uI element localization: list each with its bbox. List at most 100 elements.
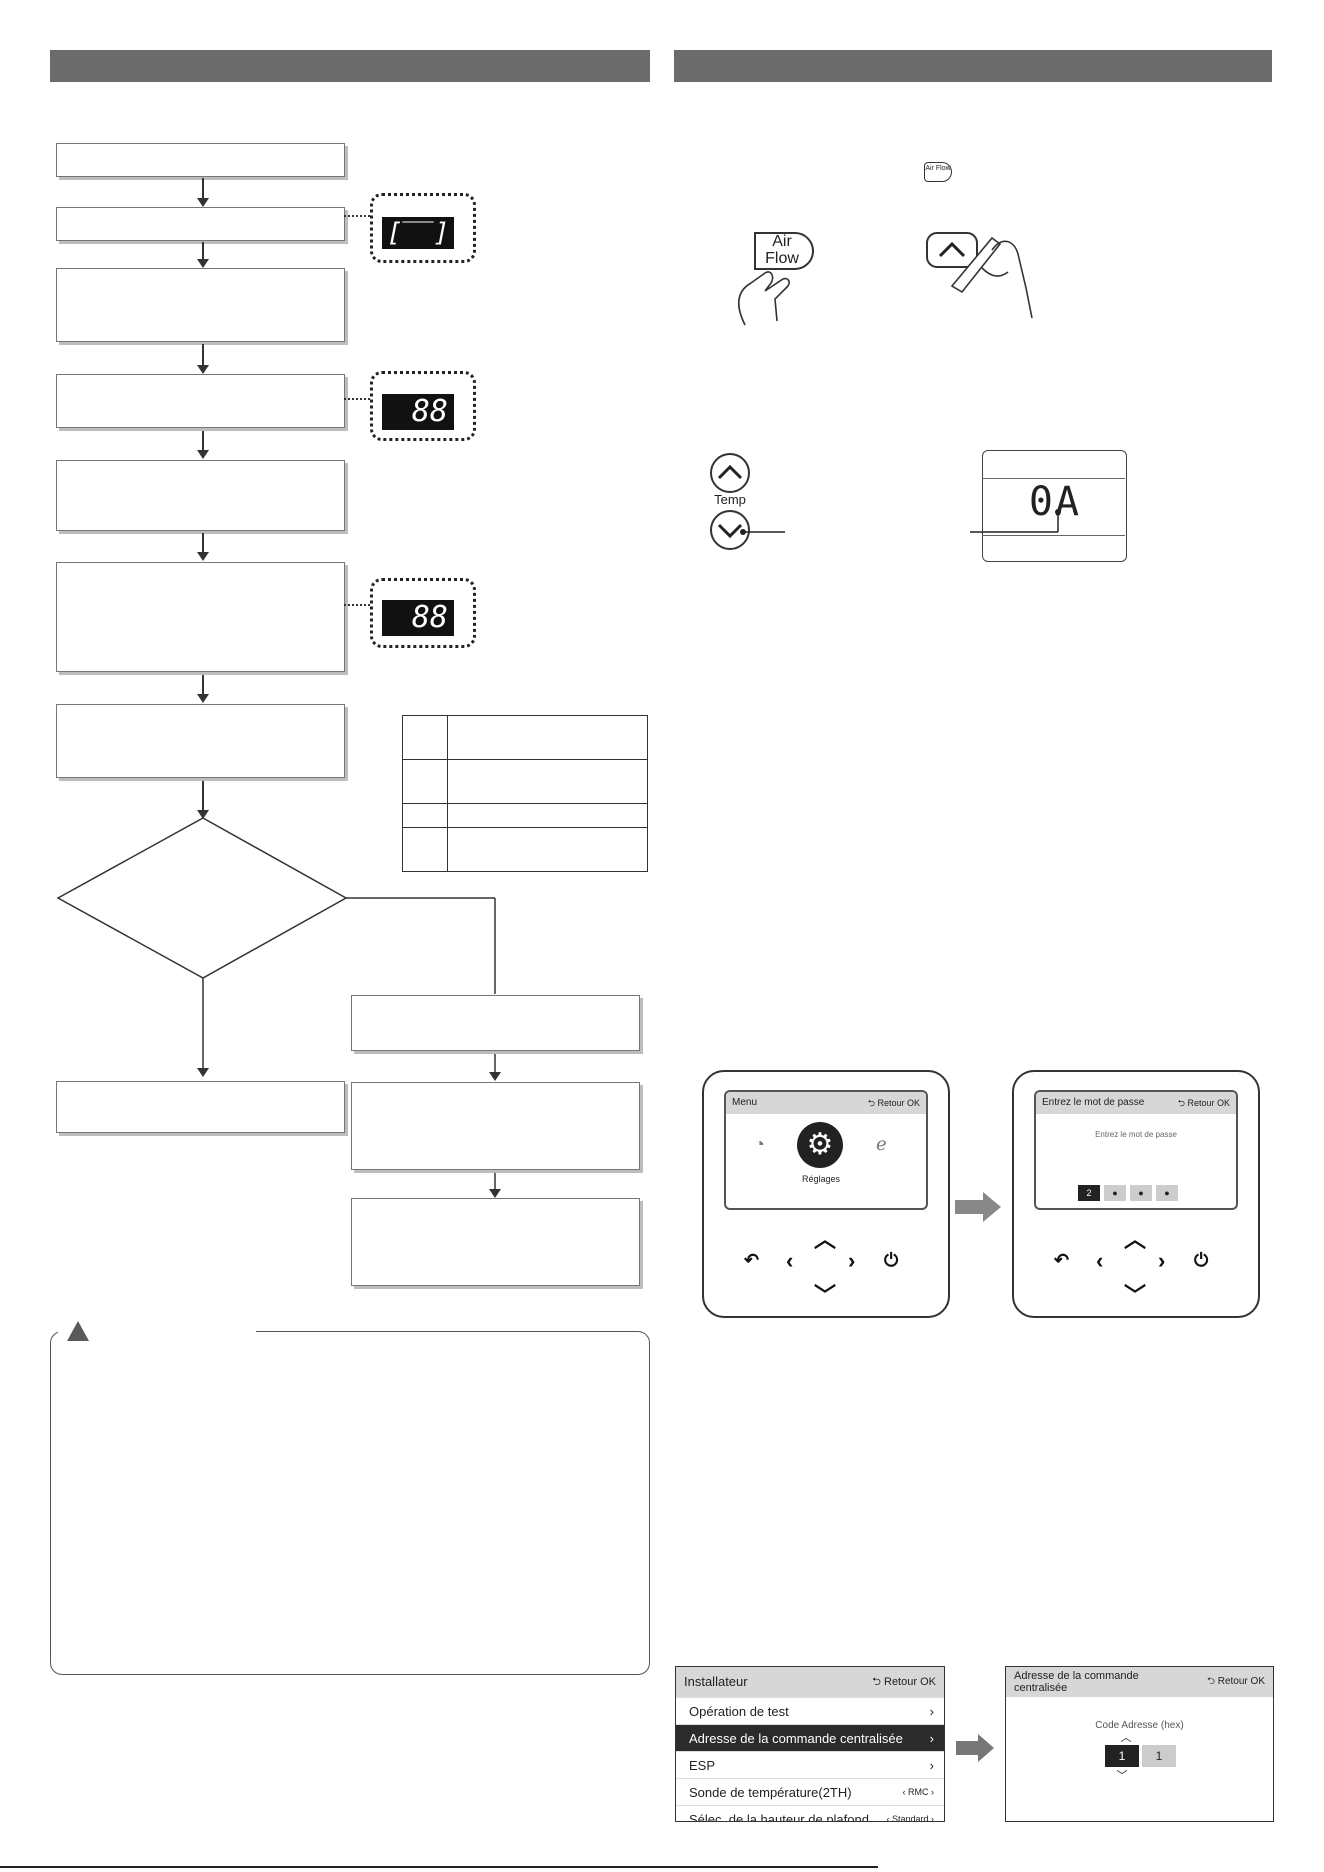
address-digit-2[interactable]: 1 <box>1142 1745 1176 1767</box>
chevron-up-icon[interactable]: ︿ <box>1120 1732 1132 1744</box>
flow-step-no <box>351 995 640 1051</box>
flow-arrow <box>197 781 209 819</box>
flow-step-no-3 <box>351 1198 640 1286</box>
flow-arrow <box>197 242 209 268</box>
lcd-0a-display: 0A <box>1028 479 1082 525</box>
table-cell <box>447 827 648 872</box>
connector-dash <box>344 604 370 606</box>
chevron-down-icon[interactable]: ﹀ <box>1116 1770 1128 1782</box>
flow-arrow <box>197 178 209 207</box>
flow-step-yes <box>56 1081 345 1133</box>
left-icon[interactable]: ‹ <box>786 1248 794 1273</box>
menu-item-central-address[interactable]: Adresse de la commande centralisée› <box>676 1724 944 1752</box>
ok-label[interactable]: OK <box>1216 1098 1230 1108</box>
settings-gear-icon[interactable]: ⚙ <box>797 1122 843 1168</box>
table-cell <box>447 803 648 828</box>
right-icon[interactable]: › <box>1158 1248 1166 1273</box>
ok-label[interactable]: OK <box>1250 1676 1265 1687</box>
menu-item-test-operation[interactable]: Opération de test› <box>676 1697 944 1725</box>
flow-step-1 <box>56 143 345 177</box>
back-icon: ⮌ <box>872 1676 881 1688</box>
flow-step-3 <box>56 268 345 342</box>
ok-label[interactable]: OK <box>920 1676 936 1688</box>
table-cell <box>402 759 448 804</box>
connector-dash <box>344 398 370 400</box>
chevron-right-icon: › <box>929 1758 934 1773</box>
code-table <box>402 715 648 872</box>
up-icon[interactable]: ︿ <box>814 1227 837 1252</box>
back-label[interactable]: Retour <box>1187 1098 1215 1108</box>
lcd-pointer-line <box>970 509 1061 533</box>
right-icon[interactable]: › <box>848 1248 856 1273</box>
flow-decision-diagram <box>56 817 501 1198</box>
address-screen-title: Adresse de la commande centralisée <box>1014 1670 1139 1694</box>
next-arrow-icon <box>956 1734 994 1762</box>
pen-press-illustration <box>926 232 1033 319</box>
password-digit-2[interactable]: ● <box>1104 1185 1126 1201</box>
flow-arrow <box>197 344 209 374</box>
up-icon[interactable]: ︿ <box>1124 1227 1147 1252</box>
address-screen-tools: ⮌ Retour OK <box>1207 1667 1265 1697</box>
power-icon[interactable]: ⏻ <box>1194 1250 1209 1270</box>
return-icon[interactable]: ↶ <box>744 1250 760 1270</box>
down-icon[interactable]: ﹀ <box>814 1283 837 1308</box>
arrow-head <box>197 1068 209 1077</box>
menu-item-label: Opération de test <box>689 1704 789 1719</box>
password-digit-3[interactable]: ● <box>1130 1185 1152 1201</box>
lcd-panel-line <box>982 478 1125 479</box>
back-label[interactable]: Retour <box>877 1098 905 1108</box>
table-cell <box>447 759 648 804</box>
password-digit-4[interactable]: ● <box>1156 1185 1178 1201</box>
return-icon[interactable]: ↶ <box>1054 1250 1070 1270</box>
chevron-right-icon: › <box>929 1731 934 1746</box>
password-screen-tools: ⮌ Retour OK <box>1178 1092 1230 1114</box>
flow-step-7 <box>56 704 345 778</box>
flow-arrow <box>197 533 209 561</box>
flow-step-no-2 <box>351 1082 640 1170</box>
menu-item-esp[interactable]: ESP › <box>676 1751 944 1779</box>
connector-dash <box>344 215 370 217</box>
menu-screen-tools: ⮌ Retour OK <box>868 1092 920 1114</box>
lcd-88-display-a: 88 <box>382 394 454 430</box>
menu-item-value: ‹ Standard › <box>886 1814 934 1822</box>
lcd-panel <box>982 450 1127 562</box>
airflow-button-label: Air Flow <box>765 233 799 267</box>
password-digit-1[interactable]: 2 <box>1078 1185 1100 1201</box>
installer-menu-header <box>676 1667 944 1697</box>
ok-label[interactable]: OK <box>906 1098 920 1108</box>
value-text: Standard <box>891 1814 929 1822</box>
back-label[interactable]: Retour <box>884 1676 918 1688</box>
decision-diamond <box>56 817 348 979</box>
password-screen-title: Entrez le mot de passe <box>1036 1092 1236 1114</box>
energy-icon[interactable]: ℯ <box>876 1134 887 1154</box>
back-icon: ⮌ <box>1177 1098 1185 1108</box>
password-screen: Entrez le mot de passe ⮌ Retour OK Entre… <box>1034 1090 1238 1210</box>
finger-press-illustration <box>738 232 814 326</box>
airflow-icon-label: Air Flow <box>925 165 951 172</box>
timer-icon[interactable]: ◔ <box>754 1134 765 1154</box>
installer-menu-title: Installateur <box>684 1674 748 1689</box>
menu-screen: Menu ⮌ Retour OK ⚙ ◔ ℯ Réglages <box>724 1090 928 1210</box>
left-icon[interactable]: ‹ <box>1096 1248 1104 1273</box>
section-header-left <box>50 50 650 82</box>
menu-item-label: Sonde de température(2TH) <box>689 1785 852 1800</box>
next-arrow-icon <box>955 1192 1001 1222</box>
installer-menu-tools: ⮌ Retour OK <box>872 1667 936 1697</box>
lcd-dash-display: [‾‾] <box>382 217 454 249</box>
back-label[interactable]: Retour <box>1217 1676 1248 1687</box>
menu-item-ceiling-height[interactable]: Sélec. de la hauteur de plafond ‹ Standa… <box>676 1805 944 1822</box>
menu-item-value: ‹ RMC › <box>902 1787 935 1797</box>
menu-item-temp-sensor[interactable]: Sonde de température(2TH) ‹ RMC › <box>676 1778 944 1806</box>
table-cell <box>402 827 448 872</box>
flow-step-2 <box>56 207 345 241</box>
address-digit-1[interactable]: 1 <box>1105 1745 1139 1767</box>
power-icon[interactable]: ⏻ <box>884 1250 899 1270</box>
settings-label: Réglages <box>801 1174 841 1184</box>
down-icon[interactable]: ﹀ <box>1124 1283 1147 1308</box>
arrow-head <box>489 1189 501 1198</box>
menu-item-label: ESP <box>689 1758 716 1773</box>
temp-buttons-illustration <box>710 453 785 550</box>
footer-rule <box>0 1866 878 1868</box>
airflow-icon: Air Flow <box>924 162 952 182</box>
menu-screen-title: Menu <box>726 1092 926 1114</box>
